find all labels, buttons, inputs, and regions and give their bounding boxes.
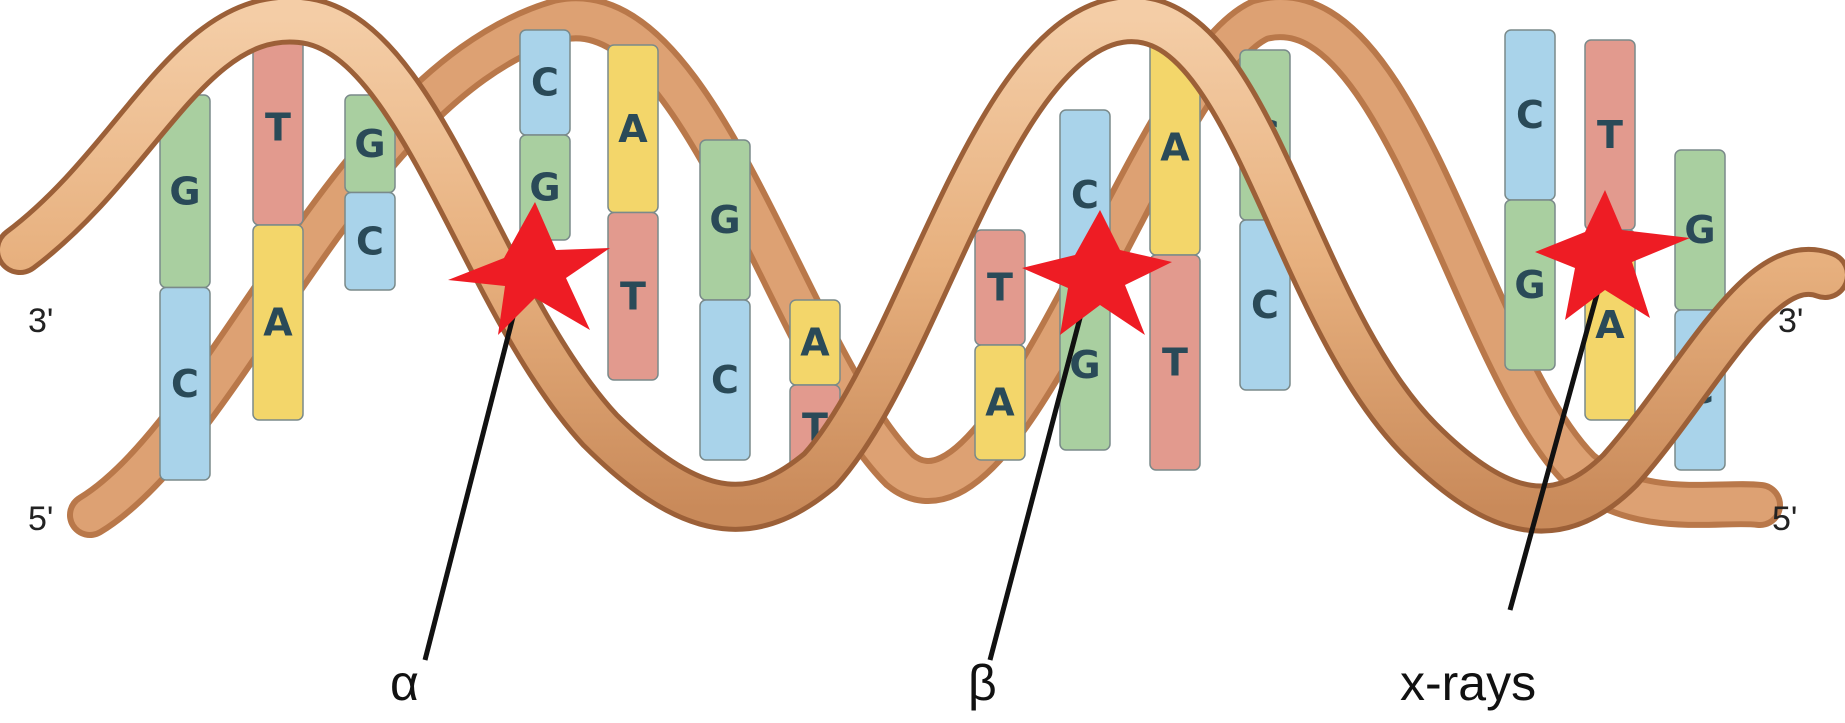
base-letter: C [356, 219, 384, 263]
base-pair: CG [520, 30, 570, 240]
base-letter: T [1162, 341, 1188, 385]
base-letter: A [800, 321, 830, 365]
base-letter: T [265, 106, 291, 150]
base-letter: G [169, 169, 200, 213]
base-letter: A [263, 301, 293, 345]
beta-radiation-label: β [968, 655, 997, 711]
base-letter: G [1514, 263, 1545, 307]
alpha-radiation-label: α [390, 655, 419, 711]
right-top-end-label: 3' [1778, 302, 1803, 340]
base-letter: T [620, 274, 646, 318]
base-pair: AT [1150, 40, 1200, 470]
base-letter: A [1160, 126, 1190, 170]
base-letter: G [354, 122, 385, 166]
base-letter: T [1597, 113, 1623, 157]
base-letter: A [1595, 303, 1625, 347]
right-bottom-end-label: 5' [1772, 500, 1797, 538]
base-letter: C [1071, 173, 1099, 217]
base-pair: AT [608, 45, 658, 380]
left-bottom-end-label: 5' [28, 500, 53, 538]
base-letter: G [1684, 208, 1715, 252]
base-pair: GC [700, 140, 750, 460]
base-pair: TA [975, 230, 1025, 460]
base-letter: G [529, 166, 560, 210]
base-letter: C [531, 61, 559, 105]
base-letter: T [987, 266, 1013, 310]
base-letter: G [709, 198, 740, 242]
base-pair: GC [160, 95, 210, 480]
base-letter: C [1251, 283, 1279, 327]
base-pair: TA [253, 30, 303, 420]
base-letter: C [711, 358, 739, 402]
base-letter: C [1516, 93, 1544, 137]
left-top-end-label: 3' [28, 302, 53, 340]
base-pair: GC [345, 95, 395, 290]
base-pair: CG [1505, 30, 1555, 370]
base-letter: A [985, 381, 1015, 425]
base-letter: C [171, 362, 199, 406]
xrays-radiation-label: x-rays [1400, 655, 1536, 711]
base-letter: A [618, 107, 648, 151]
